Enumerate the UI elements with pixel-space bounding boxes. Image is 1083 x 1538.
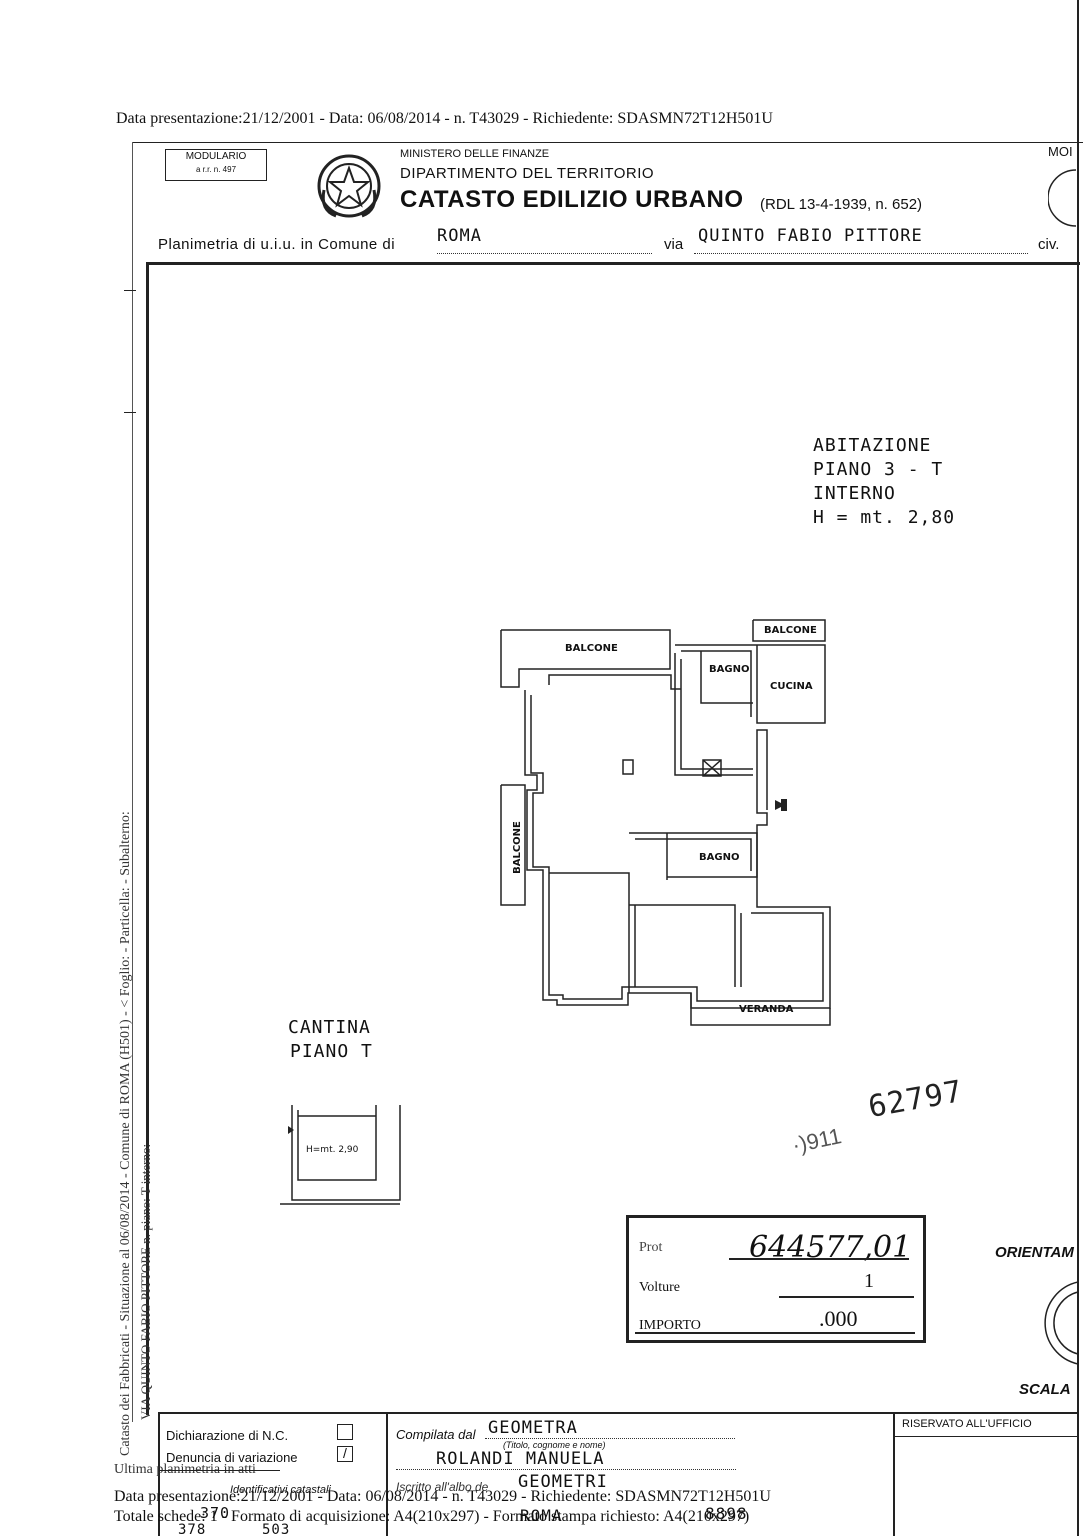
abitazione-label: ABITAZIONE bbox=[813, 435, 932, 456]
frame-right-line bbox=[1077, 0, 1079, 1536]
prot-label: Prot bbox=[639, 1240, 663, 1255]
room-veranda: VERANDA bbox=[739, 1004, 794, 1015]
comune-dotted-line bbox=[437, 252, 652, 254]
civ-label: civ. bbox=[1038, 236, 1060, 253]
modulario-corner-label: MOI bbox=[1048, 144, 1073, 159]
titolo-note: (Titolo, cognome e nome) bbox=[503, 1440, 606, 1450]
compilata-dotted-line bbox=[485, 1437, 735, 1439]
riservato-underline bbox=[893, 1436, 1077, 1437]
compilata-value: GEOMETRA bbox=[488, 1418, 578, 1438]
via-dotted-line bbox=[694, 252, 1028, 254]
room-balcone-top: BALCONE bbox=[565, 643, 618, 654]
cantina-piano-label: PIANO T bbox=[290, 1041, 373, 1062]
corner-circle-icon bbox=[1048, 169, 1077, 227]
floor-plan bbox=[500, 619, 831, 1026]
ministry-name: MINISTERO DELLE FINANZE bbox=[400, 148, 550, 160]
importo-label: IMPORTO bbox=[639, 1318, 701, 1333]
frame-top-line bbox=[132, 142, 1083, 143]
abitazione-block: ABITAZIONE PIANO 3 - T INTERNO H = mt. 2… bbox=[813, 434, 955, 530]
room-bagno-mid: BAGNO bbox=[699, 852, 740, 863]
republic-emblem-icon bbox=[317, 154, 381, 218]
name-dotted-line bbox=[396, 1468, 736, 1470]
compilata-label: Compilata dal bbox=[396, 1427, 476, 1442]
riservato-label: RISERVATO ALL'UFFICIO bbox=[902, 1418, 1032, 1430]
catasto-reference: (RDL 13-4-1939, n. 652) bbox=[760, 196, 923, 213]
modulario-ref: a r.r. n. 497 bbox=[195, 165, 237, 174]
room-cucina: CUCINA bbox=[770, 681, 813, 692]
albo-number: 8898 bbox=[705, 1504, 748, 1523]
altezza-label: H = mt. 2,80 bbox=[813, 507, 956, 528]
frame-left-line bbox=[132, 142, 133, 1422]
denuncia-label: Denuncia di variazione bbox=[166, 1450, 298, 1465]
drawing-frame bbox=[146, 262, 1080, 1415]
provincia-value: ROMA bbox=[520, 1506, 563, 1525]
footer-divider-2 bbox=[893, 1412, 895, 1536]
dichiarazione-checkbox[interactable] bbox=[337, 1424, 353, 1440]
piano-label: PIANO 3 - T bbox=[813, 459, 944, 480]
room-balcone-corner: BALCONE bbox=[764, 625, 817, 636]
cantina-height: H=mt. 2,90 bbox=[306, 1145, 359, 1155]
scala-label: SCALA bbox=[1019, 1381, 1071, 1398]
top-info-line: Data presentazione:21/12/2001 - Data: 06… bbox=[116, 110, 773, 127]
importo-underline bbox=[635, 1332, 915, 1334]
modulario-label: MODULARIO bbox=[185, 151, 247, 162]
foglio-value: 370 bbox=[200, 1504, 231, 1522]
margin-catasto-text: Catasto dei Fabbricati - Situazione al 0… bbox=[118, 811, 133, 1456]
margin-address-text: VIA QUINTO FABIO PITTORE n. piano: T int… bbox=[138, 1143, 153, 1420]
identificativi-label: Identificativi catastali bbox=[230, 1484, 331, 1496]
room-bagno-top: BAGNO bbox=[709, 664, 750, 675]
catasto-title: CATASTO EDILIZIO URBANO bbox=[400, 186, 744, 213]
ultima-strike bbox=[160, 1470, 280, 1471]
volture-label: Volture bbox=[639, 1280, 680, 1295]
cantina-block: CANTINA PIANO T bbox=[288, 1016, 373, 1064]
particella-value: 378 bbox=[178, 1522, 207, 1538]
orientamento-label: ORIENTAM bbox=[995, 1244, 1074, 1261]
cantina-label: CANTINA bbox=[288, 1017, 371, 1038]
cantina-plan bbox=[280, 1105, 401, 1205]
room-balcone-left: BALCONE bbox=[511, 821, 523, 874]
modulario-box: MODULARIO a r.r. n. 497 bbox=[165, 149, 267, 181]
footer-divider-1 bbox=[386, 1412, 388, 1536]
protocol-stamp-box: Prot 644577,01 Volture 1 IMPORTO .000 bbox=[626, 1215, 926, 1343]
ultima-planimetria: Ultima planimetria in atti bbox=[114, 1462, 256, 1477]
via-label: via bbox=[664, 236, 684, 253]
iscritto-label: Iscritto all'albo de bbox=[396, 1480, 489, 1494]
footer-top-line bbox=[158, 1412, 1077, 1414]
denuncia-checkbox[interactable]: / bbox=[337, 1446, 353, 1462]
albo-value: GEOMETRI bbox=[518, 1472, 608, 1492]
volture-underline bbox=[779, 1296, 914, 1298]
prot-underline bbox=[729, 1258, 909, 1260]
compilatore-name: ROLANDI MANUELA bbox=[436, 1449, 605, 1469]
interno-label: INTERNO bbox=[813, 483, 896, 504]
planimetria-label: Planimetria di u.i.u. in Comune di bbox=[158, 236, 396, 253]
margin-tick bbox=[124, 412, 136, 413]
margin-tick bbox=[124, 290, 136, 291]
bottom-info-line-2: Totale schede: 1 - Formato di acquisizio… bbox=[114, 1508, 750, 1525]
volture-value: 1 bbox=[864, 1270, 874, 1292]
importo-value: .000 bbox=[819, 1306, 858, 1331]
dichiarazione-label: Dichiarazione di N.C. bbox=[166, 1428, 289, 1443]
department-name: DIPARTIMENTO DEL TERRITORIO bbox=[400, 165, 655, 182]
bottom-info-line-1: Data presentazione:21/12/2001 - Data: 06… bbox=[114, 1488, 771, 1505]
via-value: QUINTO FABIO PITTORE bbox=[698, 226, 923, 246]
subalterno-value: 503 bbox=[262, 1522, 291, 1538]
north-arrow-icon bbox=[1044, 1281, 1078, 1365]
footer-left-line bbox=[158, 1412, 160, 1536]
comune-value: ROMA bbox=[437, 226, 482, 246]
